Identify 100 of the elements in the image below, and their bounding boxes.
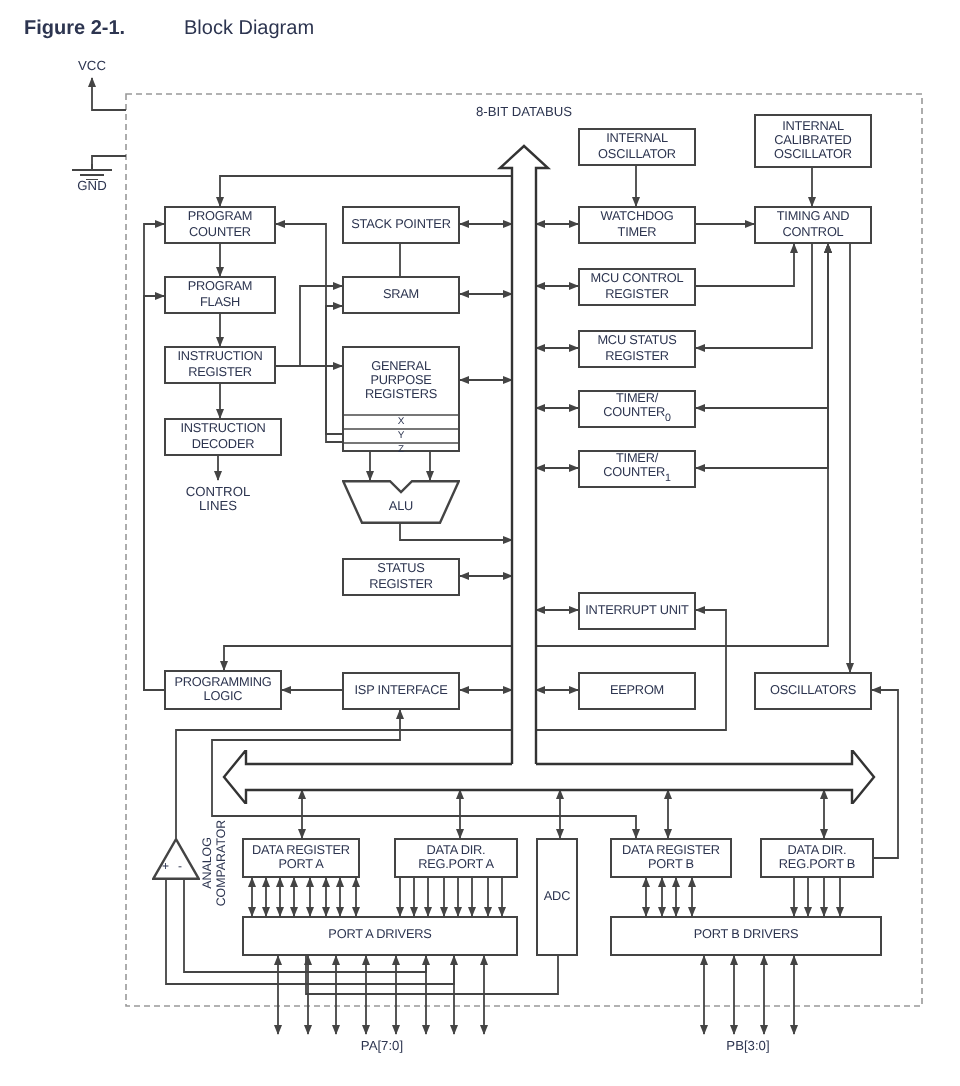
- connector-arrow: [820, 877, 828, 917]
- figure-number: Figure 2-1.: [24, 18, 126, 40]
- connector-arrow: [535, 606, 579, 614]
- connector-arrow: [846, 243, 854, 673]
- block: [342, 276, 460, 314]
- connector-arrow: [658, 877, 666, 917]
- connector-arrow: [211, 709, 640, 839]
- connector-arrow: [424, 877, 432, 917]
- connector-arrow: [535, 344, 579, 352]
- connector-arrow: [535, 220, 579, 228]
- connector-arrow: [426, 451, 434, 481]
- connector-arrow: [366, 451, 374, 481]
- connector-arrow: [248, 877, 256, 917]
- connector-arrow: [535, 282, 579, 290]
- connector-arrow: [556, 789, 564, 839]
- connector-arrow: [422, 955, 430, 1035]
- block: [164, 670, 282, 710]
- connector-arrow: [535, 686, 579, 694]
- block: [578, 390, 696, 428]
- block: [610, 916, 882, 956]
- connector-arrow: [290, 877, 298, 917]
- connector-arrow: [298, 789, 306, 839]
- connector-arrow: [632, 165, 640, 207]
- connector-arrow: [672, 877, 680, 917]
- block: [164, 418, 282, 456]
- block: [578, 128, 696, 166]
- connector-arrow: [790, 877, 798, 917]
- connector-arrow: [468, 877, 476, 917]
- block: [536, 838, 578, 956]
- connector-arrow: [216, 175, 513, 207]
- connector-arrow: [306, 877, 314, 917]
- connector-arrow: [410, 877, 418, 917]
- connector-arrow: [304, 955, 312, 1035]
- connector-arrow: [392, 955, 400, 1035]
- connector-arrow: [281, 686, 343, 694]
- block: [754, 672, 872, 710]
- connector-arrow: [695, 243, 798, 287]
- connector-arrow: [459, 686, 513, 694]
- connector-arrow: [143, 292, 165, 691]
- connector-arrow: [216, 313, 224, 347]
- connector-arrow: [220, 243, 832, 671]
- connector-arrow: [459, 220, 513, 228]
- connector-arrow: [664, 789, 672, 839]
- connector-arrow: [216, 383, 224, 419]
- connector-arrow: [820, 789, 828, 839]
- block: [394, 838, 518, 878]
- connector-arrow: [456, 789, 464, 839]
- connector-arrow: [352, 877, 360, 917]
- block: [754, 206, 872, 244]
- block: [760, 838, 874, 878]
- figure-title: Block Diagram: [184, 18, 315, 40]
- connector-arrow: [459, 572, 513, 580]
- connector-arrow: [440, 877, 448, 917]
- connector-arrow: [498, 877, 506, 917]
- connector-arrow: [459, 290, 513, 298]
- connector-arrow: [399, 523, 513, 544]
- register-file: [342, 346, 460, 452]
- block: [164, 276, 276, 314]
- connector-arrow: [730, 955, 738, 1035]
- block: [578, 450, 696, 488]
- connector-arrow: [459, 376, 513, 384]
- connector-arrow: [275, 220, 343, 443]
- connector-arrow: [450, 955, 458, 1035]
- connector-arrow: [214, 455, 222, 481]
- connector-arrow: [535, 404, 579, 412]
- connector-arrow: [175, 606, 727, 839]
- block: [578, 206, 696, 244]
- block: [242, 838, 360, 878]
- connector-arrow: [871, 686, 899, 859]
- connector-arrow: [454, 877, 462, 917]
- connector-arrow: [695, 220, 755, 228]
- block: [610, 838, 732, 878]
- connector-arrow: [274, 955, 282, 1035]
- connector-arrow: [322, 877, 330, 917]
- connector-arrow: [325, 302, 343, 435]
- connector-arrow: [332, 955, 340, 1035]
- connector-arrow: [760, 955, 768, 1035]
- connector-arrow: [480, 955, 488, 1035]
- block: [342, 558, 460, 596]
- block: [578, 268, 696, 306]
- connector-arrow: [362, 955, 370, 1035]
- block: [578, 672, 696, 710]
- connector-arrow: [695, 243, 813, 352]
- block: [754, 114, 872, 168]
- connector-arrow: [396, 877, 404, 917]
- block: [242, 916, 518, 956]
- connector-arrow: [804, 877, 812, 917]
- block: [342, 672, 460, 710]
- connector-arrow: [262, 877, 270, 917]
- connector-arrow: [700, 955, 708, 1035]
- block: [342, 206, 460, 244]
- connector-arrow: [642, 877, 650, 917]
- block: [164, 206, 276, 244]
- connector-arrow: [836, 877, 844, 917]
- connector-arrow: [276, 877, 284, 917]
- block: [164, 346, 276, 384]
- connector-arrow: [484, 877, 492, 917]
- connector-arrow: [216, 243, 224, 277]
- block: [578, 592, 696, 630]
- connector-arrow: [790, 955, 798, 1035]
